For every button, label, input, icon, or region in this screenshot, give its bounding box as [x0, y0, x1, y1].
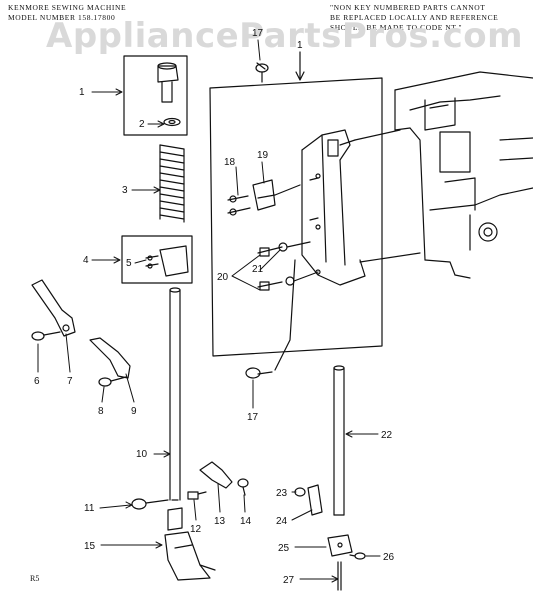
callout-2: 2 — [139, 119, 145, 130]
callout-25: 25 — [278, 543, 290, 554]
callout-9: 9 — [131, 406, 137, 417]
callout-18: 18 — [224, 157, 236, 168]
bracket-detail-box — [209, 77, 383, 357]
model-title-line2: MODEL NUMBER 158.17800 — [8, 13, 116, 22]
needle-27 — [337, 561, 342, 591]
lifter-lever-7 — [31, 279, 76, 337]
model-title-line1: KENMORE SEWING MACHINE — [8, 3, 127, 12]
callout-12: 12 — [190, 524, 202, 535]
callout-27: 27 — [283, 575, 295, 586]
thread-guide-bracket — [252, 179, 301, 211]
callout-26: 26 — [383, 552, 395, 563]
screw-14 — [237, 478, 249, 496]
callout-6: 6 — [34, 376, 40, 387]
callout-21: 21 — [252, 264, 264, 275]
callout-19: 19 — [257, 150, 269, 161]
needle-bar-22 — [333, 365, 345, 516]
callout-11: 11 — [84, 503, 95, 514]
callout-8: 8 — [98, 406, 104, 417]
note-line3: SHOULD BE MADE TO CODE NT." — [330, 23, 463, 32]
note-line1: "NON KEY NUMBERED PARTS CANNOT — [330, 3, 486, 12]
callout-1b: 1 — [297, 40, 303, 51]
callout-22: 22 — [381, 430, 393, 441]
screw-12 — [187, 491, 207, 500]
callout-7: 7 — [67, 376, 73, 387]
lever-9 — [89, 337, 131, 379]
thumb-screw-11 — [131, 498, 169, 510]
presser-bar-adjust-screw-box — [123, 55, 188, 136]
screw-17-top — [255, 62, 269, 83]
presser-bar-guide-box — [121, 235, 193, 284]
callout-17-bottom: 17 — [247, 412, 259, 423]
screw-6 — [31, 331, 61, 341]
note-line2: BE REPLACED LOCALLY AND REFERENCE — [330, 13, 499, 22]
thread-guide-24 — [307, 484, 323, 516]
callout-10: 10 — [136, 449, 148, 460]
presser-bar-bracket — [301, 129, 421, 286]
callout-leaders — [37, 39, 381, 583]
lever-13 — [199, 461, 233, 489]
presser-foot — [164, 507, 216, 581]
callout-17-top: 17 — [252, 28, 264, 39]
presser-bar — [169, 287, 181, 501]
screw-17-bottom — [245, 259, 296, 379]
presser-spring — [159, 144, 185, 223]
callout-3: 3 — [122, 185, 128, 196]
screw-18a — [227, 195, 251, 216]
needle-clamp-25 — [327, 534, 353, 557]
watermark: AppliancePartsPros.com — [46, 16, 524, 56]
callout-15: 15 — [84, 541, 96, 552]
callout-13: 13 — [214, 516, 226, 527]
callout-23: 23 — [276, 488, 288, 499]
callout-1: 1 — [79, 87, 85, 98]
screws-20-21 — [257, 241, 319, 291]
callout-4: 4 — [83, 255, 89, 266]
callout-5: 5 — [126, 258, 132, 269]
screw-8 — [98, 376, 127, 387]
machine-head-casting — [394, 71, 533, 279]
screw-26 — [349, 552, 366, 560]
callout-14: 14 — [240, 516, 252, 527]
page-code: R5 — [30, 574, 40, 583]
callout-20: 20 — [217, 272, 229, 283]
callout-24: 24 — [276, 516, 288, 527]
